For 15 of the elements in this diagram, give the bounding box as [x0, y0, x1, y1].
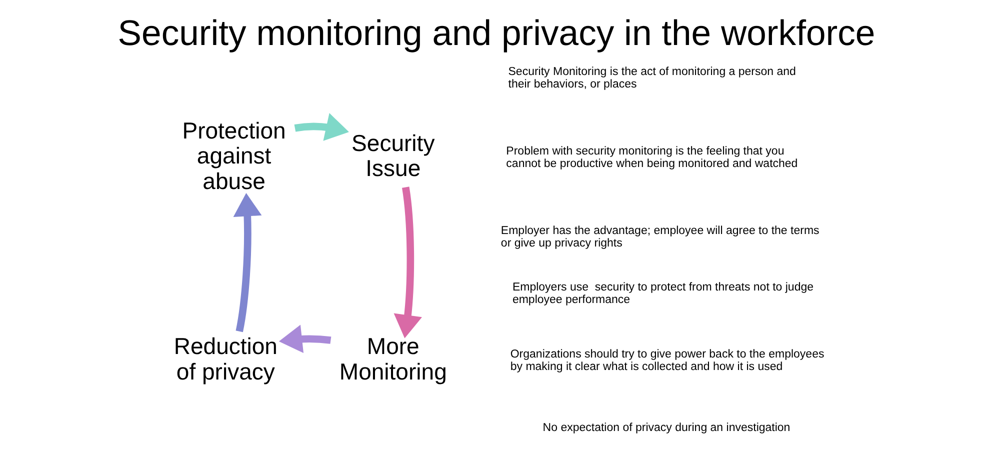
diagram-title: Security monitoring and privacy in the workforce	[117, 12, 875, 53]
node-text: More Monitoring	[338, 333, 446, 384]
label: Organizations should try to give power back to the employees by making it clear what is collected and how it is used	[510, 348, 824, 374]
label: No expectation of privacy during an investigation	[542, 422, 790, 434]
arrow	[278, 324, 331, 354]
arrow	[294, 113, 348, 141]
arrow	[232, 193, 262, 332]
label: Employer has the advantage; employee will agree to the terms or give up privacy rights	[500, 225, 819, 250]
node-text: Security Issue	[351, 130, 434, 182]
node-text: Protection against abuse	[182, 118, 286, 194]
arrow	[393, 186, 422, 338]
label: Employers use security to protect from threats not to judge employee performance	[512, 282, 814, 306]
label: Problem with security monitoring is the feeling that you cannot be productive when being monitored and watched	[506, 145, 798, 170]
node-text: Reduction of privacy	[173, 333, 277, 384]
label: Security Monitoring is the act of monitoring a person and their behaviors, or places	[508, 66, 796, 90]
